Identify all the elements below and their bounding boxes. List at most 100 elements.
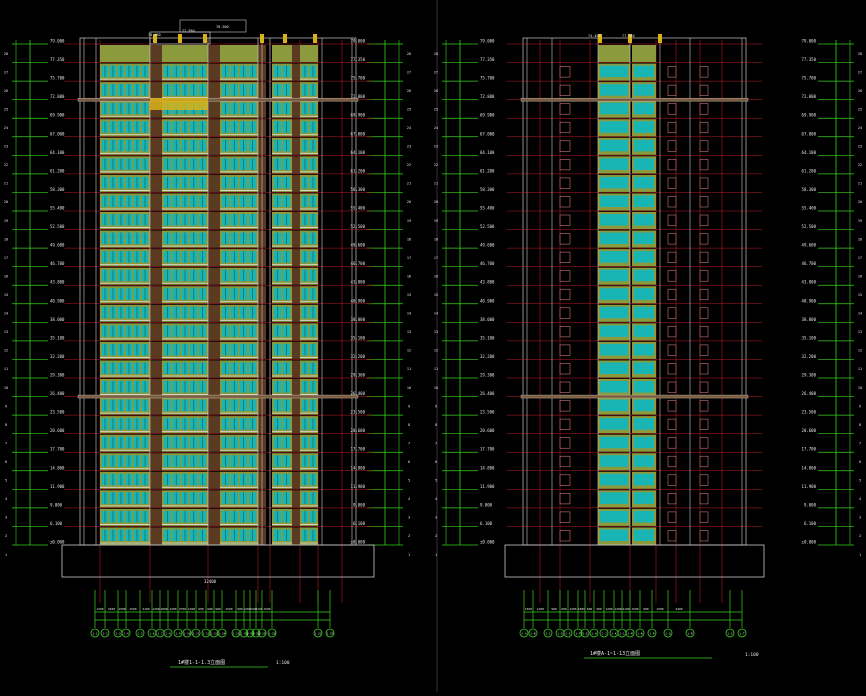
right-axis-bubble xyxy=(589,628,599,638)
right-window xyxy=(634,288,654,300)
left-wall-panel xyxy=(150,490,162,508)
left-wall-panel xyxy=(292,323,300,341)
left-wall-panel xyxy=(292,360,300,378)
left-wall-panel xyxy=(220,137,258,155)
left-outer-level-label: 38.000 xyxy=(50,317,65,322)
right-axis-dim: 600 xyxy=(561,607,567,611)
right-axis-bubble xyxy=(573,628,583,638)
right-outer-level-label: 67.000 xyxy=(480,131,495,136)
right-outer-floor-number: 7 xyxy=(435,441,437,445)
right-window xyxy=(600,381,628,393)
left-outer-floor-number: 15 xyxy=(4,293,8,297)
right-inner-floor-number: 11 xyxy=(858,367,862,371)
right-inner-floor-number: 12 xyxy=(858,349,862,353)
left-axis-dim: 900 xyxy=(215,607,221,611)
left-axis-bubble xyxy=(313,628,323,638)
left-outer-level-label: 17.700 xyxy=(50,447,65,452)
right-side-window xyxy=(699,381,709,393)
right-inner-floor-number: 26 xyxy=(858,89,862,93)
left-axis-bubble xyxy=(100,628,110,638)
left-inner-floor-number: 10 xyxy=(407,386,411,390)
left-outer-floor-number: 19 xyxy=(4,219,8,223)
left-axis-tag: 1-5 xyxy=(137,632,143,636)
right-side-window xyxy=(699,400,709,412)
left-wall-panel xyxy=(220,360,258,378)
left-inner-level-label: 77.350 xyxy=(351,57,366,62)
right-window xyxy=(600,325,628,337)
left-wall-panel xyxy=(292,397,300,415)
right-inner-floor-number: 17 xyxy=(858,256,862,260)
right-side-window xyxy=(699,233,709,245)
left-axis-dim: 1200 xyxy=(243,607,250,611)
right-inner-level-label: 67.000 xyxy=(802,131,817,136)
left-elevation-caption: 1#楼1-1-1.3立面图 xyxy=(178,659,225,666)
left-wall-panel xyxy=(292,156,300,174)
left-wall-panel xyxy=(150,397,162,415)
right-axis-bubble xyxy=(725,628,735,638)
left-axis-dim: 900 xyxy=(237,607,243,611)
left-outer-floor-number: 18 xyxy=(4,237,8,241)
right-outer-level-label: 43.800 xyxy=(480,280,495,285)
right-side-window xyxy=(667,121,677,134)
right-window xyxy=(600,176,628,189)
right-inner-floor-number: 6 xyxy=(859,460,861,464)
right-window xyxy=(634,232,654,245)
right-window xyxy=(600,121,628,133)
right-side-window xyxy=(559,233,571,245)
right-inner-floor-number: 24 xyxy=(858,126,862,130)
left-inner-level-label: 20.600 xyxy=(351,428,366,433)
left-axis-dim: 1500 xyxy=(263,607,270,611)
right-inner-floor-number: 13 xyxy=(858,330,862,334)
left-wall-panel xyxy=(292,82,300,100)
right-axis-bubble xyxy=(647,628,657,638)
left-wall-panel xyxy=(292,341,300,359)
left-outer-floor-number: 26 xyxy=(4,89,8,93)
left-wall-panel xyxy=(150,63,162,81)
right-outer-level-label: 55.400 xyxy=(480,206,495,211)
right-side-window xyxy=(699,121,709,134)
left-roof-ornament xyxy=(203,34,207,43)
right-side-window xyxy=(559,288,571,301)
left-wall-panel xyxy=(292,100,300,118)
left-outer-floor-number: 14 xyxy=(4,312,8,316)
left-wall-panel xyxy=(220,174,258,192)
left-outer-floor-number: 5 xyxy=(5,479,7,483)
left-axis-tag: 1-21 xyxy=(314,632,321,636)
right-side-window xyxy=(667,455,677,468)
right-window xyxy=(634,325,654,337)
right-axis-bubble xyxy=(543,628,553,638)
right-side-window xyxy=(559,214,571,226)
right-axis-dim: 1200 xyxy=(605,607,612,611)
right-inner-level-label: 14.800 xyxy=(802,465,817,470)
right-outer-floor-number: 1 xyxy=(435,553,437,557)
right-axis-tag: 1-S xyxy=(727,632,733,636)
left-inner-floor-number: 8 xyxy=(408,423,410,427)
right-podium xyxy=(504,544,765,578)
right-outer-floor-number: 14 xyxy=(434,312,438,316)
right-inner-level-label: 64.100 xyxy=(802,150,817,155)
right-side-window xyxy=(559,140,571,152)
left-outer-floor-number: 17 xyxy=(4,256,8,260)
left-axis-dim: 1500 xyxy=(249,607,256,611)
left-wall-panel xyxy=(220,471,258,489)
right-outer-level-label: 14.800 xyxy=(480,465,495,470)
right-outer-floor-number: 24 xyxy=(434,126,438,130)
left-wall-panel xyxy=(220,527,258,545)
right-side-window xyxy=(699,140,709,152)
right-cornice-band xyxy=(520,394,749,399)
right-axis-tag: 1-G xyxy=(582,632,588,636)
left-wall-panel xyxy=(220,45,258,63)
right-window xyxy=(634,455,654,467)
left-inner-floor-number: 23 xyxy=(407,145,411,149)
left-axis-tag: 1-20 xyxy=(268,632,275,636)
right-window xyxy=(600,84,628,96)
right-window xyxy=(634,251,654,263)
right-window xyxy=(634,158,654,170)
left-inner-floor-number: 13 xyxy=(407,330,411,334)
left-inner-floor-number: 28 xyxy=(407,52,411,56)
left-roof-elevation-label: 78.500 xyxy=(216,25,229,29)
left-inner-floor-number: 3 xyxy=(408,516,410,520)
left-wall-panel xyxy=(208,453,220,471)
